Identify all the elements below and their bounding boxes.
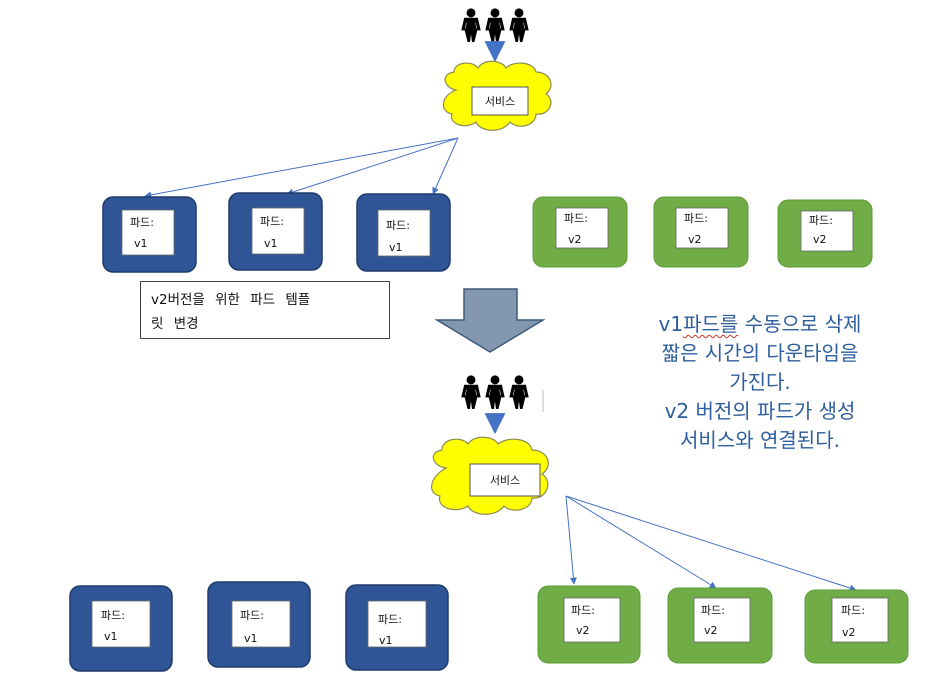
pod-v2: 파드: v2 [653, 196, 749, 268]
pod-title: 파드: [564, 212, 588, 225]
pod-title: 파드: [378, 613, 402, 626]
service-to-pod-arrow [286, 137, 459, 196]
pod-v1: 파드: v1 [102, 196, 197, 273]
description-line-2: 짧은 시간의 다운타임을 [661, 341, 859, 365]
description-line-5: 서비스와 연결된다. [680, 428, 840, 452]
description-line-1-rest: 수동으로 삭제 [738, 312, 862, 336]
note-line-2: 릿 변경 [151, 316, 199, 332]
pod-version: v1 [389, 241, 403, 254]
pod-title: 파드: [260, 215, 284, 228]
pod-title: 파드: [841, 604, 865, 617]
description-line-1: v1파드를 수동으로 삭제 [600, 310, 920, 339]
service-label-box [469, 463, 541, 497]
pod-title: 파드: [240, 609, 264, 622]
service-to-pod-arrow [565, 495, 717, 589]
pod-v1: 파드: v1 [207, 581, 311, 668]
pod-version: v2 [813, 233, 827, 246]
pod-version: v1 [134, 237, 148, 250]
service-to-pod-arrow [565, 495, 577, 585]
service-label: 서비스 [490, 474, 520, 487]
pod-title: 파드: [386, 219, 410, 232]
users-icon [461, 375, 529, 410]
pod-version: v2 [688, 233, 702, 246]
service-label-box [471, 86, 529, 116]
pod-version: v1 [104, 630, 118, 643]
template-change-note: v2버전을 위한 파드 템플 릿 변경 [140, 281, 390, 339]
pod-v2: 파드: v2 [532, 196, 628, 268]
service-label: 서비스 [485, 95, 515, 108]
transition-arrow [434, 288, 546, 353]
pod-version: v1 [264, 237, 278, 250]
pod-version: v1 [244, 632, 258, 645]
pod-title: 파드: [101, 609, 125, 622]
pod-v2: 파드: v2 [667, 587, 773, 664]
note-line-1: v2버전을 위한 파드 템플 [151, 292, 311, 308]
pod-v2: 파드: v2 [777, 199, 873, 268]
pod-version: v2 [704, 624, 718, 637]
pod-version: v2 [576, 624, 590, 637]
pod-version: v1 [379, 634, 393, 647]
pod-version: v2 [568, 233, 582, 246]
pod-v1: 파드: v1 [228, 192, 323, 271]
pod-v2: 파드: v2 [537, 585, 641, 664]
service-cloud: 서비스 [431, 436, 549, 515]
service-to-pod-arrow [565, 495, 857, 592]
pod-title: 파드: [809, 214, 833, 227]
description-line-4: v2 버전의 파드가 생성 [664, 399, 856, 423]
pod-v2: 파드: v2 [804, 589, 909, 664]
pod-version: v2 [842, 626, 856, 639]
users-icon [461, 8, 529, 43]
pod-title: 파드: [701, 604, 725, 617]
pod-title: 파드: [130, 216, 154, 229]
service-cloud: 서비스 [442, 60, 552, 131]
pod-title: 파드: [684, 212, 708, 225]
spell-check-word: 파드를 [683, 312, 739, 336]
service-to-pod-arrow [432, 137, 459, 195]
pod-v1: 파드: v1 [356, 193, 451, 272]
service-to-pod-arrow [144, 137, 459, 199]
pod-title: 파드: [571, 604, 595, 617]
description-line-3: 가진다. [729, 370, 791, 394]
recreate-description: v1파드를 수동으로 삭제 짧은 시간의 다운타임을 가진다. v2 버전의 파… [600, 310, 920, 455]
description-line-1-prefix: v1 [658, 312, 684, 336]
pod-v1: 파드: v1 [69, 585, 173, 672]
pod-v1: 파드: v1 [345, 584, 449, 671]
